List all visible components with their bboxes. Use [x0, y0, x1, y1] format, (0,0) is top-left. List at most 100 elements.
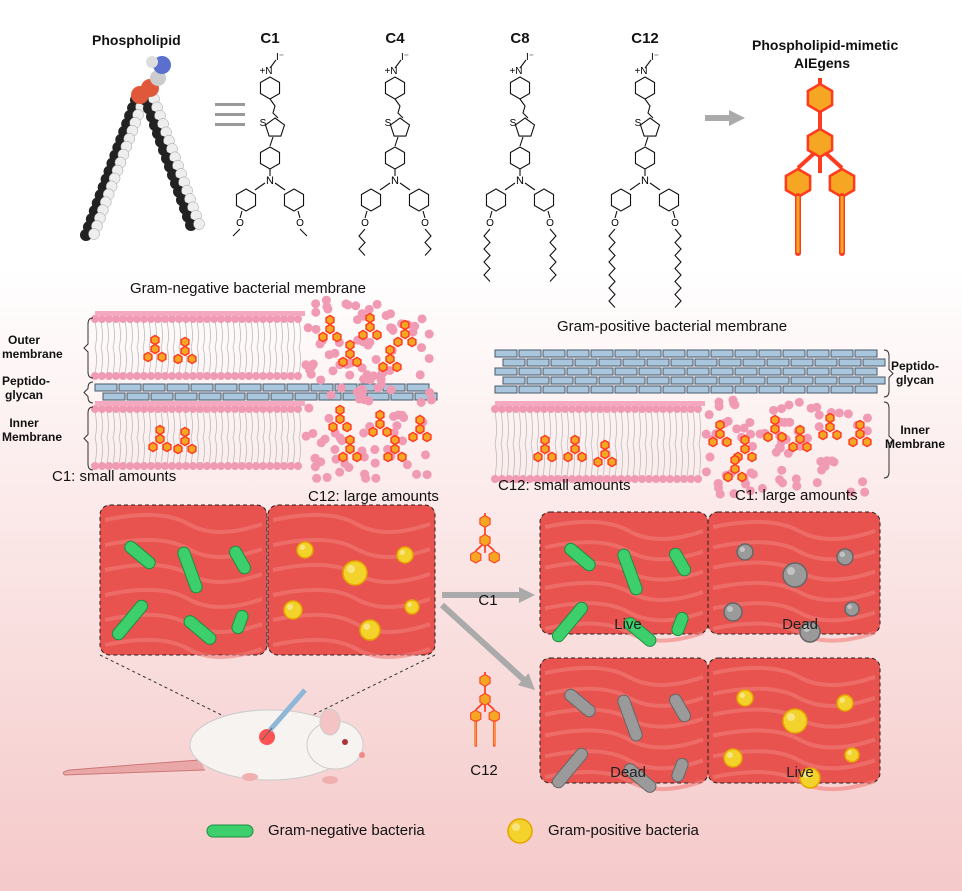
hexagon [488, 709, 500, 723]
outer-membrane-label: Outer membrane [2, 333, 63, 361]
syringe [268, 688, 307, 732]
c12-positive-result: Live [786, 764, 814, 781]
live-gram-positive-bacterium [836, 694, 854, 712]
live-gram-negative-bacterium [564, 542, 596, 572]
phenyl-ring [634, 146, 656, 170]
pyridinium-atom: +N [509, 66, 522, 77]
c1-aiegen-small [143, 334, 167, 363]
hexagon [479, 514, 491, 528]
phenyl-ring [384, 146, 406, 170]
alkyl-chain [483, 228, 491, 282]
c12-aiegen-large [408, 414, 432, 443]
thiophene-ring [389, 117, 411, 137]
pyridinium-atom: +N [259, 66, 272, 77]
phenyl-ring [610, 188, 632, 212]
legend-gram-negative: Gram-negative bacteria [268, 822, 425, 839]
dead-gram-negative-bacterium [617, 694, 643, 742]
nitrogen-atom: N [391, 175, 399, 187]
live-gram-positive-bacterium [844, 747, 860, 763]
nitrogen-atom: N [641, 175, 649, 187]
pyridinium-ring [384, 76, 406, 100]
c1-positive-result: Dead [782, 616, 818, 633]
compound-label-c12: C12 [631, 30, 659, 47]
live-gram-negative-bacterium [671, 611, 689, 637]
aiegen-icon [784, 78, 856, 256]
dead-gram-positive-bacterium [844, 601, 860, 617]
peptidoglycan-right-label: Peptido- glycan [891, 359, 939, 387]
oxygen-atom: O [486, 218, 494, 229]
gram-negative-c12-amount: C12: large amounts [308, 488, 439, 505]
c1-treatment-label: C1 [478, 592, 498, 609]
phenyl-ring [259, 146, 281, 170]
aiegens-label-line2: AIEgens [793, 55, 850, 71]
alkyl-chain [358, 228, 366, 256]
oxygen-atom: O [611, 218, 619, 229]
needle [261, 727, 273, 741]
gram-positive-bacterium [396, 546, 414, 564]
pyridinium-atom: +N [384, 66, 397, 77]
gram-negative-panel [99, 504, 268, 659]
alkyl-chain [232, 228, 241, 237]
c1-gram-negative-live-panel [539, 511, 709, 647]
c12-arrow [439, 602, 535, 690]
oxygen-atom: O [671, 218, 679, 229]
nitrogen-atom: N [266, 175, 274, 187]
c1-aiegen-small [173, 426, 197, 455]
inner-membrane-brace-right [883, 401, 894, 479]
c12-aiegen-small [533, 434, 557, 463]
alkyl-chain [608, 228, 616, 308]
oxygen-atom: O [421, 218, 429, 229]
hexagon [806, 127, 834, 159]
peptidoglycan-layer-left [94, 383, 438, 401]
aiegens-label: Phospholipid-mimetic AIEgens [752, 36, 898, 72]
outer-membrane [91, 311, 305, 380]
sulfur-atom: S [260, 118, 267, 129]
alkyl-chain [674, 228, 682, 308]
c1-aiegen-large [848, 419, 872, 448]
c1-negative-result: Live [614, 616, 642, 633]
gram-positive-bacterium [296, 541, 314, 559]
c12-aiegen-large [328, 404, 352, 433]
dead-gram-negative-bacterium [671, 757, 689, 783]
pyridinium-ring [634, 76, 656, 100]
dead-gram-negative-bacterium [551, 747, 589, 789]
c12-treatment-label: C12 [470, 762, 498, 779]
phospholipid-model [80, 56, 205, 241]
hexagon [479, 692, 491, 706]
thiophene-ring [639, 117, 661, 137]
dead-gram-positive-bacterium [723, 602, 743, 622]
c1-icon [470, 513, 500, 564]
live-gram-positive-bacterium [782, 708, 808, 734]
phenyl-ring [408, 188, 430, 212]
c1-aiegen-large [818, 412, 842, 441]
c12-gram-negative-dead-panel [539, 657, 709, 793]
gram-positive-title: Gram-positive bacterial membrane [557, 318, 788, 335]
peptidoglycan-brace-left [83, 381, 94, 404]
hexagon [828, 167, 856, 199]
gram-positive-bacterium [404, 599, 420, 615]
peptidoglycan-layer-right [494, 349, 886, 394]
inner-membrane-left [91, 401, 305, 470]
compound-label-c8: C8 [510, 30, 530, 47]
iodide-atom: I⁻ [401, 52, 409, 63]
gram-negative-bacterium [111, 599, 149, 641]
gram-positive-panel [267, 504, 436, 659]
hexagon [470, 709, 482, 723]
iodide-atom: I⁻ [276, 52, 284, 63]
gram-positive-c12-amount: C12: small amounts [498, 477, 631, 494]
live-gram-negative-bacterium [669, 547, 691, 577]
gram-positive-legend-icon [507, 818, 533, 844]
c12-aiegen-large [358, 312, 382, 341]
inner-membrane-left-label: Inner Membrane [2, 416, 63, 444]
oxygen-atom: O [546, 218, 554, 229]
c12-aiegen-large [338, 434, 362, 463]
gram-negative-bacterium [124, 540, 156, 570]
c1-arrow [442, 587, 535, 603]
thiophene-ring [264, 117, 286, 137]
peptidoglycan-brace-right [883, 349, 894, 398]
dead-gram-positive-bacterium [799, 621, 821, 643]
hexagon [470, 550, 482, 564]
thiophene-ring [514, 117, 536, 137]
